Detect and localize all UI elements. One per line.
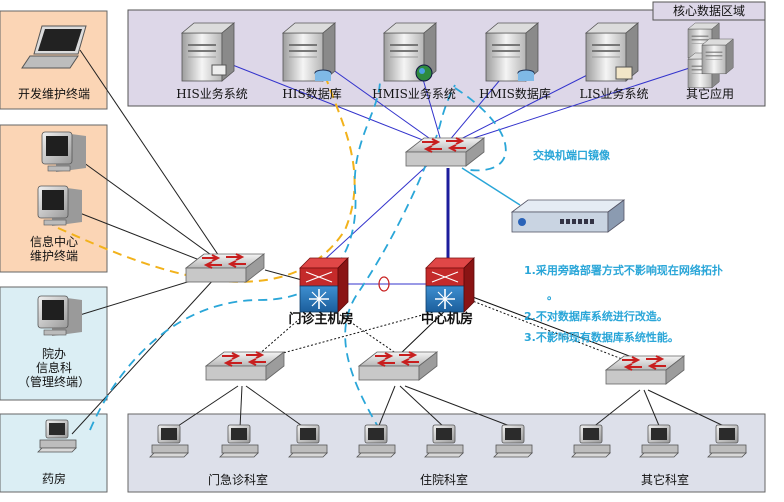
server-hmis-app [383, 22, 437, 82]
core-area-title: 核心数据区域 [673, 3, 745, 18]
left-label-pharmacy: 药房 [42, 471, 66, 486]
left-label-dev: 开发维护终端 [18, 86, 90, 101]
laptop-icon [21, 25, 87, 69]
mirror-label: 交换机端口镜像 [533, 148, 611, 162]
access-switch-inpatient [358, 351, 438, 381]
access-switch-other [605, 355, 685, 385]
server-label-hmis-db: HMIS数据库 [479, 86, 551, 101]
server-label-hmis-app: HMIS业务系统 [372, 86, 456, 101]
dept-label-inpatient: 住院科室 [420, 472, 468, 487]
crt-monitor-icon-2 [37, 185, 83, 227]
access-switch-outpatient [205, 351, 285, 381]
left-label-info-center-line1: 信息中心 [30, 234, 78, 249]
room-label-center: 中心机房 [421, 311, 473, 327]
core-switch-outpatient [299, 257, 349, 313]
left-label-office-line3: （管理终端） [18, 374, 90, 389]
left-label-info-center-line2: 维护终端 [30, 248, 78, 263]
server-label-his-app: HIS业务系统 [176, 86, 247, 101]
core-data-switch [405, 137, 485, 167]
crt-monitor-icon-1 [41, 131, 87, 173]
note-line-1b: 。 [547, 289, 558, 302]
server-his-db [282, 22, 336, 82]
department-pcs [149, 424, 747, 458]
audit-appliance [510, 199, 626, 233]
server-his-app [181, 22, 235, 82]
room-label-outpatient: 门诊主机房 [288, 311, 353, 327]
dept-label-other: 其它科室 [641, 472, 689, 487]
core-switch-center [425, 257, 475, 313]
server-lis-app [585, 22, 639, 82]
server-label-lis-app: LIS业务系统 [580, 86, 649, 101]
note-line-1: 1.采用旁路部署方式不影响现在网络拓扑 [524, 263, 723, 277]
note-line-2: 2.不对数据库系统进行改造。 [524, 309, 668, 323]
server-hmis-db [485, 22, 539, 82]
note-line-3: 3.不影响现有数据库系统性能。 [524, 330, 679, 344]
left-label-office-line1: 院办 [42, 346, 66, 361]
server-label-other-apps: 其它应用 [686, 86, 734, 101]
left-label-office-line2: 信息科 [36, 360, 72, 375]
dept-label-outpatient: 门急诊科室 [208, 472, 268, 487]
server-label-his-db: HIS数据库 [282, 86, 341, 101]
crt-monitor-icon-3 [37, 295, 83, 337]
core-area-title-box [652, 1, 766, 21]
distribution-switch-left [185, 253, 265, 283]
